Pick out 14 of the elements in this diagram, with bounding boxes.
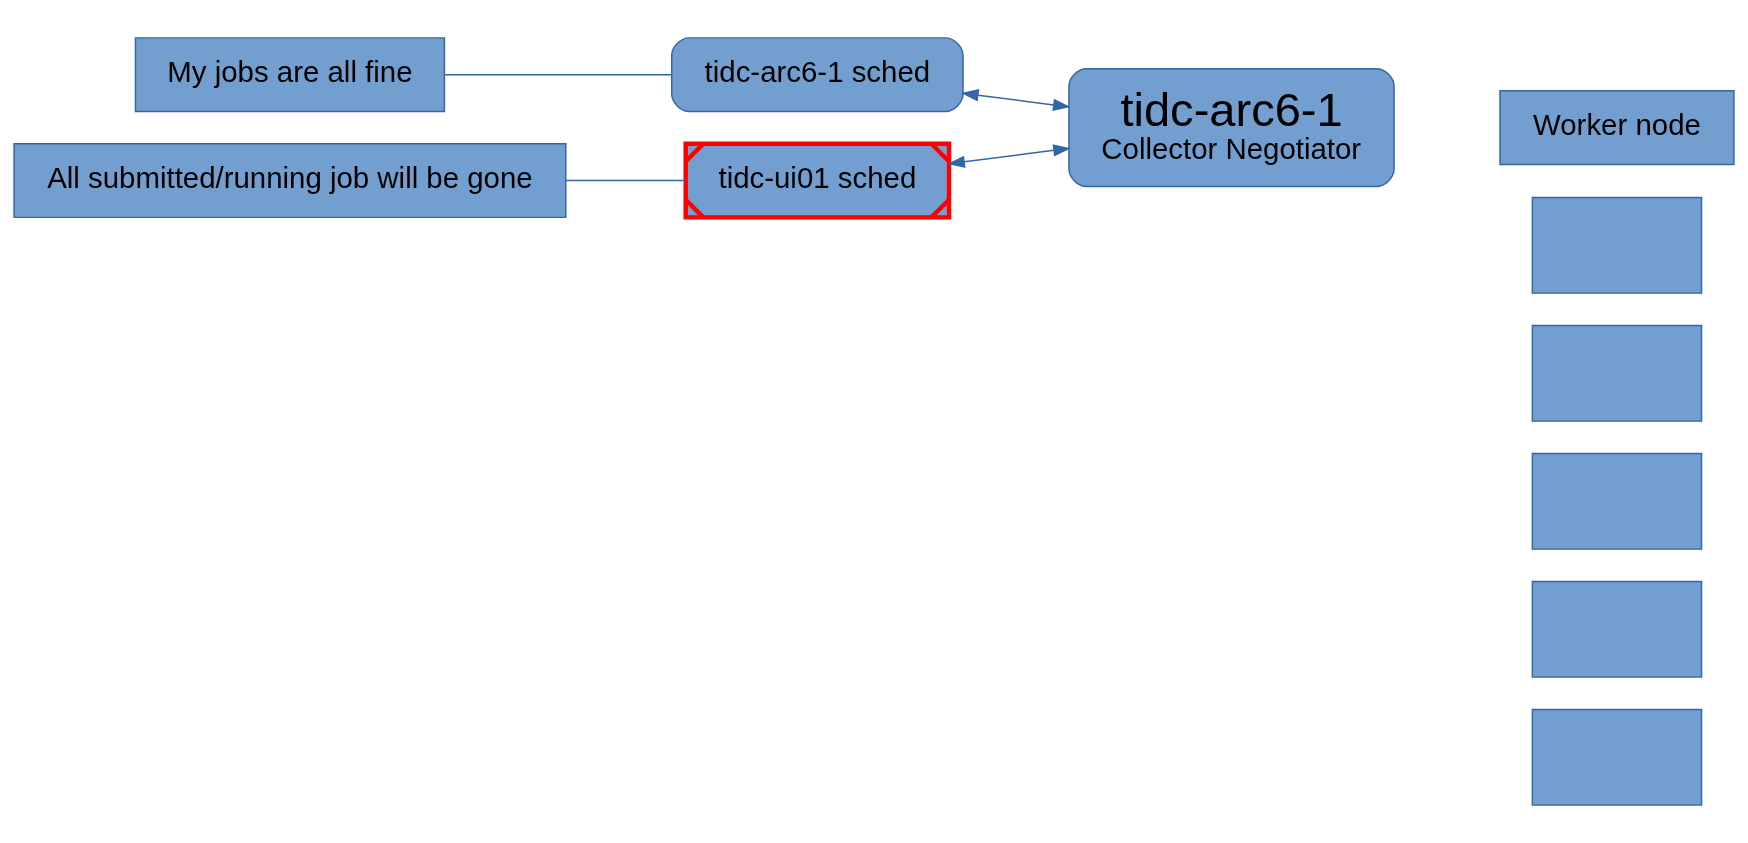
node-box [1531,324,1703,422]
node-box: Worker node [1499,90,1735,166]
arrow [961,89,1071,111]
connector [565,179,687,182]
node-box: tidc-arc6-1 sched [670,37,964,113]
node-box: My jobs are all fine [134,37,446,113]
node-box [1531,580,1703,678]
connector [443,73,673,76]
node-box: All submitted/running job will be gone [13,143,567,219]
node-box [1531,196,1703,294]
arrow [947,144,1071,168]
node-box [1531,452,1703,550]
node-box [1531,708,1703,806]
node-box: tidc-arc6-1 Collector Negotiator [1068,68,1395,188]
